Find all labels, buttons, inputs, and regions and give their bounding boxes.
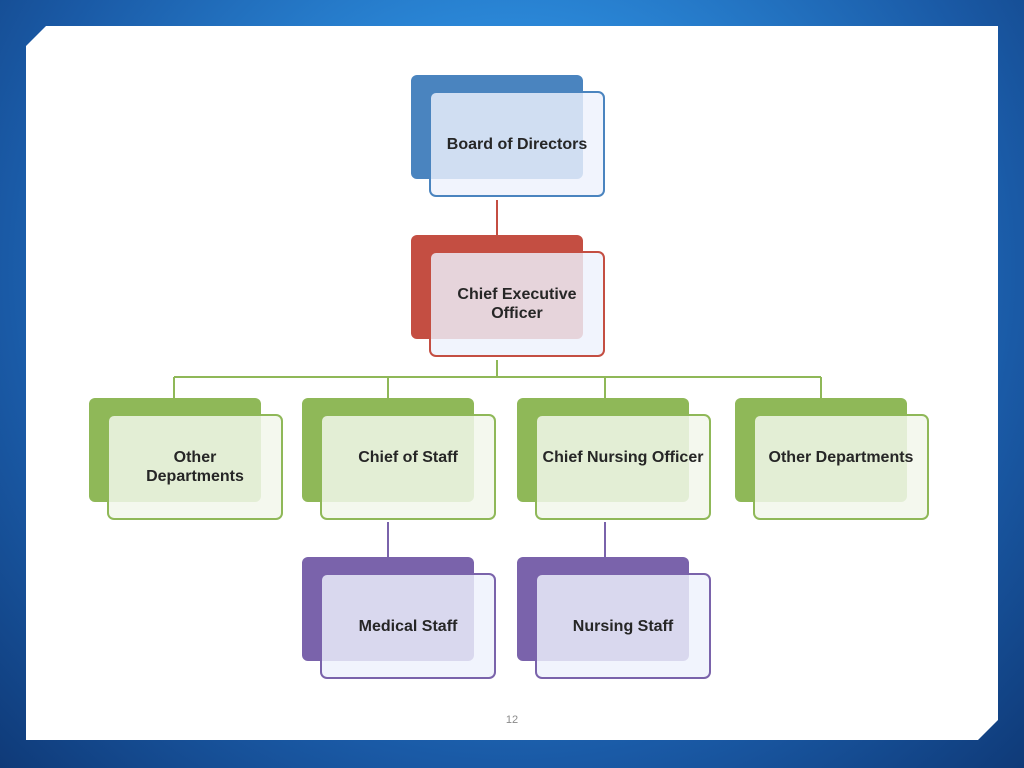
node-box: Other Departments	[753, 414, 929, 520]
node-board-of-directors: Board of Directors	[411, 75, 607, 201]
node-box: Nursing Staff	[535, 573, 711, 679]
node-label-nursing-staff: Nursing Staff	[572, 617, 674, 635]
node-box: Board of Directors	[429, 91, 605, 197]
node-label-other-departments-right: Other Departments	[768, 449, 914, 466]
node-other-departments-left: Other Departments	[89, 398, 285, 524]
node-chief-executive-officer: Chief Executive Officer	[411, 235, 607, 361]
node-chief-nursing-officer: Chief Nursing Officer	[517, 398, 713, 524]
node-label-medical-staff: Medical Staff	[358, 617, 458, 635]
node-box: Chief Nursing Officer	[535, 414, 711, 520]
node-box: Medical Staff	[320, 573, 496, 679]
node-box: Chief Executive Officer	[429, 251, 605, 357]
node-box: Other Departments	[107, 414, 283, 520]
node-nursing-staff: Nursing Staff	[517, 557, 713, 683]
node-label-chief-executive-officer: Chief Executive Officer	[457, 286, 577, 322]
node-medical-staff: Medical Staff	[302, 557, 498, 683]
page-number: 12	[505, 714, 519, 726]
node-label-other-departments-left: Other Departments	[146, 449, 244, 485]
node-label-board-of-directors: Board of Directors	[446, 135, 588, 153]
node-label-chief-of-staff: Chief of Staff	[358, 449, 458, 466]
node-box: Chief of Staff	[320, 414, 496, 520]
node-label-chief-nursing-officer: Chief Nursing Officer	[542, 449, 704, 466]
node-other-departments-right: Other Departments	[735, 398, 931, 524]
node-chief-of-staff: Chief of Staff	[302, 398, 498, 524]
